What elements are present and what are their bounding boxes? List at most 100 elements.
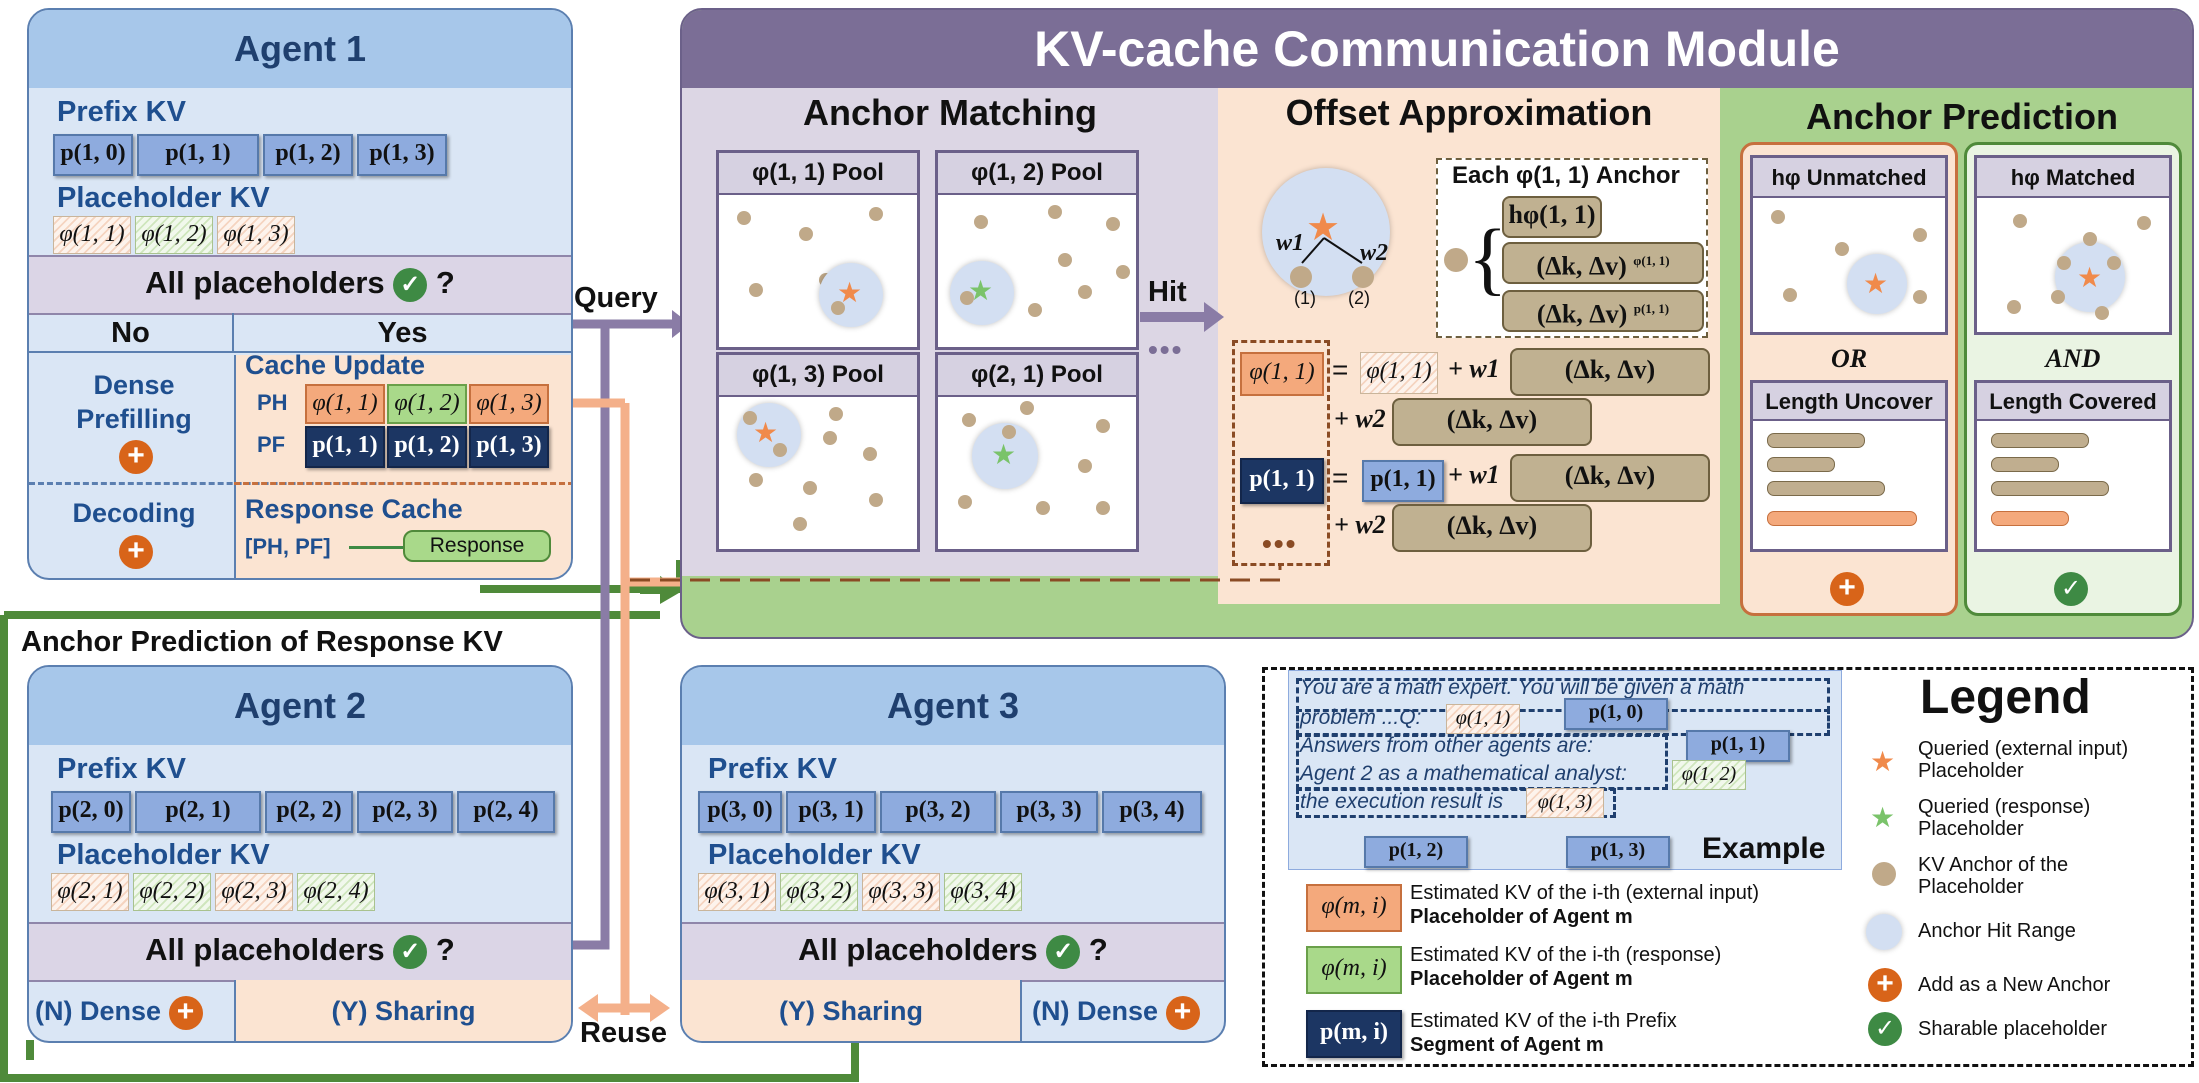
anchor-dot-icon xyxy=(2057,256,2071,270)
example-token: φ(1, 3) xyxy=(1526,788,1604,818)
agent1-dense-prefilling: Dense Prefilling xyxy=(76,370,192,434)
length-bar xyxy=(1991,457,2059,472)
anchor-dot-icon xyxy=(831,301,845,315)
agent3-prefix-token: p(3, 4) xyxy=(1102,791,1202,833)
plus-circle-icon: + xyxy=(119,440,153,474)
agent3-question-bar: All placeholders ✓ ? xyxy=(682,922,1224,982)
matched-box: hφ Matched ★ xyxy=(1974,155,2172,335)
anchor-dot-icon xyxy=(1048,205,1062,219)
agent2-placeholder: φ(2, 2) xyxy=(133,873,211,911)
anchor-dot-icon xyxy=(2013,214,2027,228)
length-uncover-box: Length Uncover xyxy=(1750,380,1948,552)
agent1-response-cache: Response Cache xyxy=(245,494,463,524)
legend-item-text: Add as a New Anchor xyxy=(1918,974,2111,996)
matched-label: hφ Matched xyxy=(1977,158,2169,198)
agent3-prefix-token: p(3, 1) xyxy=(786,791,876,833)
offset-arrows xyxy=(1301,237,1363,264)
anchor-dot-icon xyxy=(1835,242,1849,256)
eq-p-lhs: p(1, 1) xyxy=(1240,458,1324,504)
legend-frame xyxy=(1262,667,2194,1067)
agent2-placeholder: φ(2, 4) xyxy=(297,873,375,911)
legend-key-text: Segment of Agent m xyxy=(1410,1034,1604,1056)
agent2-prefix-label: Prefix KV xyxy=(57,753,186,785)
anchor-dot-icon xyxy=(793,517,807,531)
anchor-dot-icon xyxy=(1078,459,1092,473)
agent2-dense: (N) Dense + xyxy=(29,980,234,1041)
agent1-prefix-token: p(1, 3) xyxy=(357,134,447,176)
agent3-placeholder: φ(3, 2) xyxy=(780,873,858,911)
example-line4: Agent 2 as a mathematical analyst: xyxy=(1300,762,1627,785)
anchor-dot-icon xyxy=(1913,290,1927,304)
legend-item-text: Placeholder xyxy=(1918,818,2024,840)
length-covered-box: Length Covered xyxy=(1974,380,2172,552)
example-token: p(1, 1) xyxy=(1686,730,1790,762)
agent2-title: Agent 2 xyxy=(29,667,571,745)
legend-item-text: Queried (external input) xyxy=(1918,738,2129,760)
length-bar-query xyxy=(1991,511,2069,526)
agent3-dense: (N) Dense + xyxy=(1022,980,1224,1041)
anchor-hit-range xyxy=(1866,914,1902,950)
legend-key-token: φ(m, i) xyxy=(1306,946,1402,994)
anchor-dot-icon xyxy=(1771,210,1785,224)
agent1-decoding: Decoding xyxy=(72,498,196,528)
length-uncover-label: Length Uncover xyxy=(1753,383,1945,421)
reuse-label: Reuse xyxy=(580,1017,668,1049)
or-label: OR xyxy=(1830,344,1868,373)
anchor-dot-icon xyxy=(2007,300,2021,314)
agent1-prefix-label: Prefix KV xyxy=(57,96,186,128)
legend-key-text: Estimated KV of the i-th (response) xyxy=(1410,944,1722,966)
agent1-ph-token: φ(1, 2) xyxy=(387,384,467,424)
agent2-question-bar: All placeholders ✓ ? xyxy=(29,922,571,982)
eq-phi-rhs: φ(1, 1) xyxy=(1360,352,1438,394)
example-line5: the execution result is xyxy=(1300,790,1504,813)
agent1-pf-token: p(1, 1) xyxy=(305,426,385,468)
anchor-hit-range xyxy=(1847,254,1907,314)
agent1-question: All placeholders xyxy=(145,265,385,300)
agent2-panel: Agent 2 Prefix KV p(2, 0) p(2, 1) p(2, 2… xyxy=(27,665,573,1043)
agent1-cache-update: Cache Update xyxy=(245,350,426,380)
anchor-dot-icon xyxy=(799,227,813,241)
anchor-dot-icon xyxy=(749,283,763,297)
agent3-placeholder: φ(3, 1) xyxy=(698,873,776,911)
agent3-placeholder-label: Placeholder KV xyxy=(708,839,921,871)
anchor-dot-icon xyxy=(869,493,883,507)
example-line1: You are a math expert. You will be given… xyxy=(1300,676,1745,699)
agent1-yes: Yes xyxy=(234,313,571,353)
anchor-dot-icon xyxy=(1872,862,1896,886)
eq-term: (Δk, Δv) xyxy=(1510,454,1710,502)
legend-title: Legend xyxy=(1920,671,2091,724)
anchor-hit-range xyxy=(2055,242,2125,312)
example-token: p(1, 0) xyxy=(1564,698,1668,730)
agent2-prefix-token: p(2, 1) xyxy=(135,791,261,833)
star-icon: ★ xyxy=(1870,802,1896,833)
question-mark: ? xyxy=(435,932,455,967)
legend-item-text: Sharable placeholder xyxy=(1918,1018,2108,1040)
eq-plus-w2: + w2 xyxy=(1334,510,1386,539)
unmatched-label: hφ Unmatched xyxy=(1753,158,1945,198)
and-label: AND xyxy=(2045,344,2101,373)
eq-phi-lhs: φ(1, 1) xyxy=(1240,352,1324,396)
plus-circle-icon: + xyxy=(1868,968,1902,1002)
agent2-placeholder-label: Placeholder KV xyxy=(57,839,270,871)
agent3-question: All placeholders xyxy=(798,932,1038,967)
pool-box: φ(1, 3) Pool ★ xyxy=(716,352,920,552)
agent1-placeholder: φ(1, 3) xyxy=(217,216,295,254)
agent1-title: Agent 1 xyxy=(29,10,571,88)
agent3-title: Agent 3 xyxy=(682,667,1224,745)
legend-key-text: Placeholder of Agent m xyxy=(1410,968,1633,990)
arrow-right-icon xyxy=(349,546,405,549)
agent2-question: All placeholders xyxy=(145,932,385,967)
check-circle-icon: ✓ xyxy=(1046,934,1081,969)
anchor-dot-icon xyxy=(960,291,974,305)
anchor-dot-icon xyxy=(2137,216,2151,230)
example-line2: problem ...Q: xyxy=(1300,706,1422,729)
anchor-dkv-p: (Δk, Δv) p(1, 1) xyxy=(1502,290,1704,332)
agent1-prefix-token: p(1, 2) xyxy=(263,134,353,176)
feedback-dashed-line xyxy=(630,566,1282,582)
agent1-ph-token: φ(1, 1) xyxy=(305,384,385,424)
agent1-divider-orange xyxy=(234,482,571,485)
anchor-1-label: (1) xyxy=(1294,288,1316,308)
legend-key-token: p(m, i) xyxy=(1306,1010,1402,1058)
anchor-dot-icon xyxy=(863,447,877,461)
length-bar xyxy=(1991,433,2089,448)
